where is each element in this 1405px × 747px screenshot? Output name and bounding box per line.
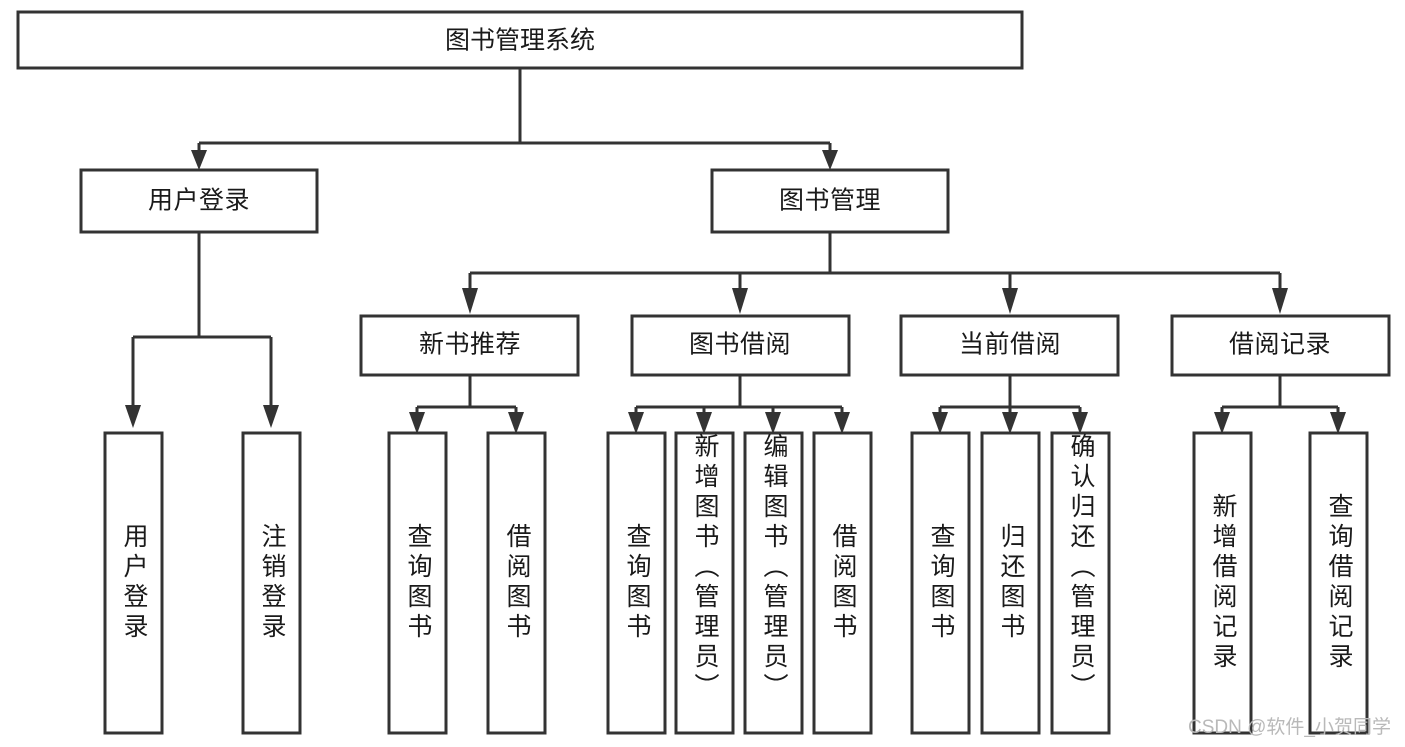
node-root-box <box>16 10 1024 70</box>
leaf-box-return-book[interactable] <box>980 431 1041 735</box>
arrow-to-borrow-record <box>1272 288 1288 314</box>
leaf-box-borrow-book-2[interactable] <box>812 431 873 735</box>
arrow-to-leaf-query-book-3 <box>932 412 948 434</box>
node-user-login[interactable]: 用户登录 <box>79 168 319 234</box>
node-book-management-label: 图书管理 <box>779 187 881 215</box>
node-user-login-label: 用户登录 <box>148 187 250 215</box>
arrow-to-leaf-add-book <box>696 412 712 434</box>
arrow-to-leaf-user-login <box>125 405 141 428</box>
node-new-book-recommend[interactable]: 新书推荐 <box>359 314 580 377</box>
node-root[interactable]: 图书管理系统 <box>16 10 1024 70</box>
leaf-box-query-book-3[interactable] <box>910 431 971 735</box>
node-current-borrow-box <box>899 314 1120 377</box>
connector-root-to-level2 <box>191 68 838 170</box>
leaf-box-borrow-book-1[interactable] <box>486 431 547 735</box>
leaf-box-edit-book[interactable] <box>743 431 804 735</box>
arrow-to-leaf-query-record <box>1330 412 1346 434</box>
csdn-watermark: CSDN @软件_小贺同学 <box>1188 717 1391 738</box>
connector-user-login-to-leaves <box>125 232 279 428</box>
node-root-label: 图书管理系统 <box>445 27 595 55</box>
connector-borrow-record-to-leaves <box>1214 375 1346 434</box>
node-borrow-record[interactable]: 借阅记录 <box>1170 314 1391 377</box>
node-book-borrow[interactable]: 图书借阅 <box>630 314 851 377</box>
connector-new-book-recommend-to-leaves <box>409 375 524 434</box>
connector-book-management-to-level3 <box>462 232 1288 314</box>
node-new-book-recommend-label: 新书推荐 <box>419 331 521 359</box>
leaf-box-query-book-1[interactable] <box>387 431 448 735</box>
arrow-to-leaf-return-book <box>1002 412 1018 434</box>
node-new-book-recommend-box <box>359 314 580 377</box>
leaf-box-confirm-return[interactable] <box>1050 431 1111 735</box>
arrow-to-leaf-user-logout <box>263 405 279 428</box>
arrow-to-leaf-confirm-return <box>1072 412 1088 434</box>
arrow-to-leaf-borrow-book-2 <box>834 412 850 434</box>
node-current-borrow[interactable]: 当前借阅 <box>899 314 1120 377</box>
arrow-to-leaf-edit-book <box>765 412 781 434</box>
arrow-to-leaf-query-book-1 <box>409 412 425 434</box>
arrow-to-current-borrow <box>1002 288 1018 314</box>
node-borrow-record-label: 借阅记录 <box>1229 331 1331 359</box>
node-current-borrow-label: 当前借阅 <box>959 331 1061 359</box>
leaf-box-query-record[interactable] <box>1308 431 1369 735</box>
arrow-to-leaf-borrow-book-1 <box>508 412 524 434</box>
leaf-box-query-book-2[interactable] <box>606 431 667 735</box>
arrow-to-book-borrow <box>732 288 748 314</box>
node-user-login-box <box>79 168 319 234</box>
arrow-to-leaf-query-book-2 <box>628 412 644 434</box>
node-book-borrow-label: 图书借阅 <box>689 331 791 359</box>
leaf-box-add-record[interactable] <box>1192 431 1253 735</box>
leaf-box-add-book[interactable] <box>674 431 735 735</box>
arrow-to-new-book-recommend <box>462 288 478 314</box>
connector-current-borrow-to-leaves <box>932 375 1088 434</box>
connector-book-borrow-to-leaves <box>628 375 850 434</box>
arrow-to-user-login <box>191 150 207 170</box>
arrow-to-leaf-add-record <box>1214 412 1230 434</box>
arrow-to-book-management <box>822 150 838 170</box>
leaf-box-user-logout[interactable] <box>241 431 302 735</box>
leaf-box-user-login[interactable] <box>103 431 164 735</box>
node-book-management[interactable]: 图书管理 <box>710 168 950 234</box>
